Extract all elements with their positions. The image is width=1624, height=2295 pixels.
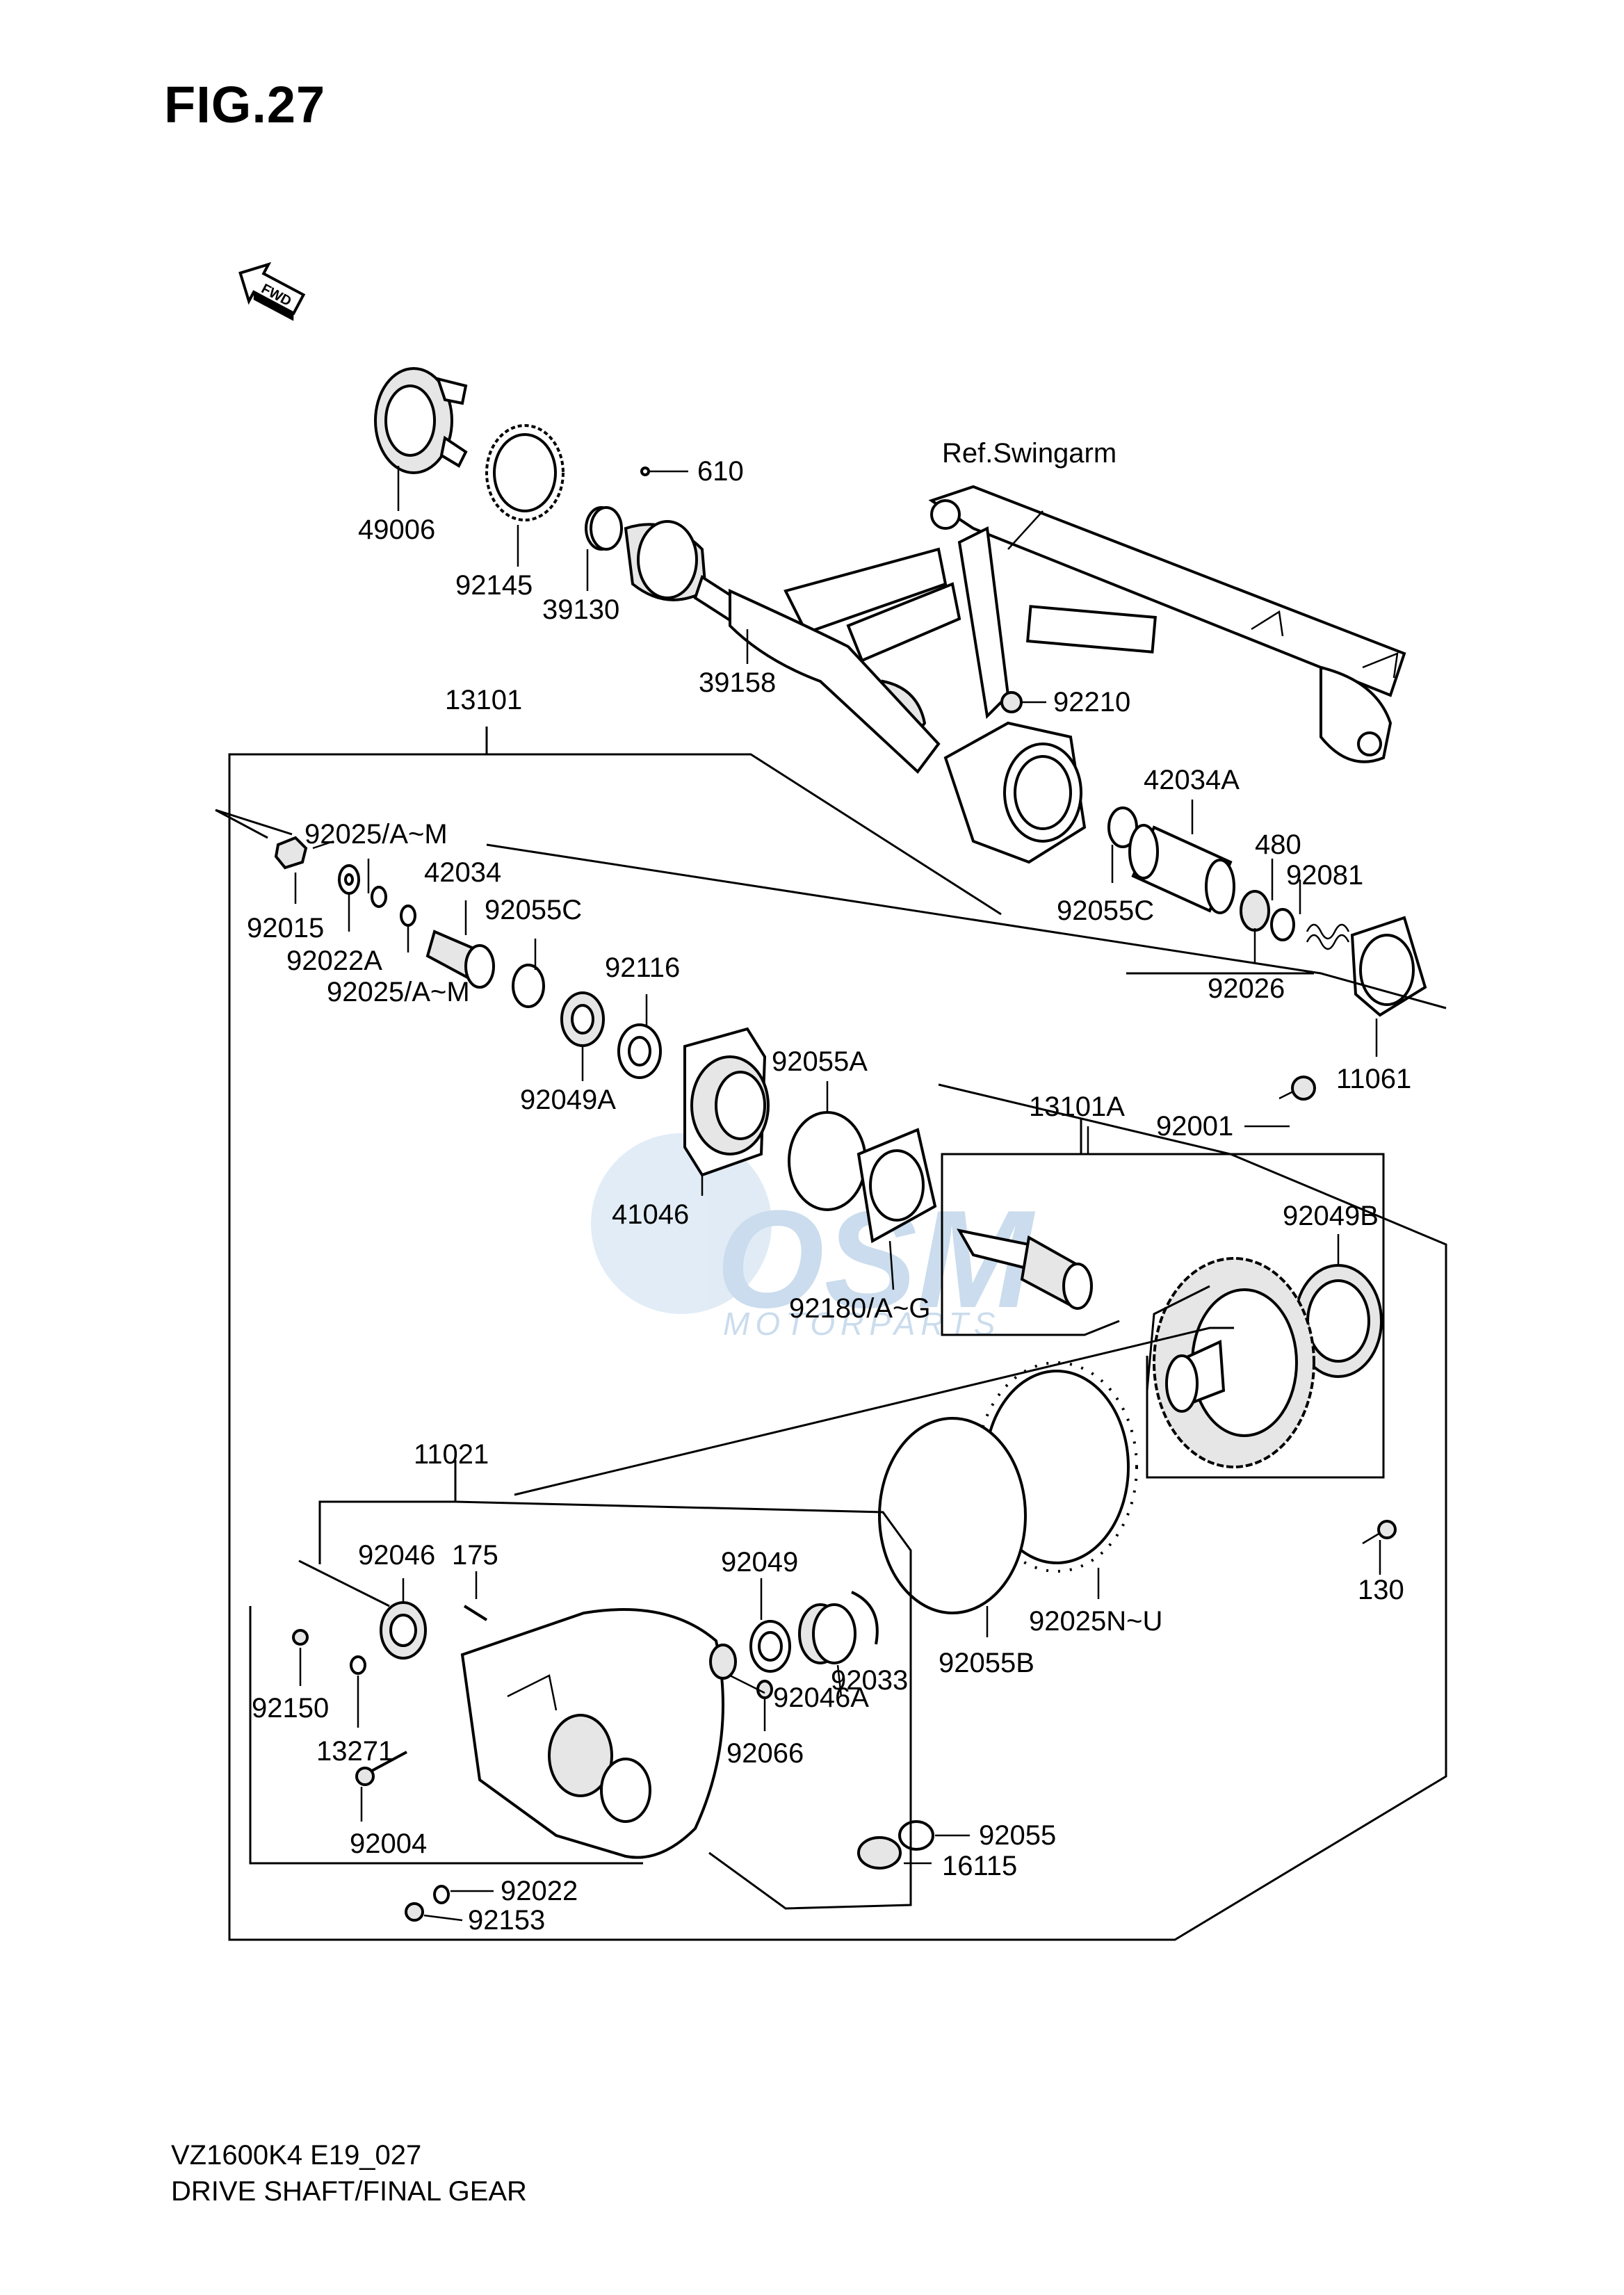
- part-92055C-oring-left: [512, 964, 545, 1008]
- part-39130-ring: [585, 506, 623, 551]
- label-92180AG: 92180/A~G: [789, 1293, 931, 1324]
- label-92022: 92022: [501, 1876, 578, 1906]
- part-42034A-sleeve: [1128, 824, 1235, 914]
- part-92025-shim-1: [371, 886, 387, 908]
- label-92025AM-2: 92025/A~M: [327, 977, 470, 1007]
- label-13101: 13101: [445, 685, 522, 715]
- part-49006-boot: [374, 367, 468, 474]
- label-92049A: 92049A: [520, 1085, 616, 1115]
- part-42034-pinion: [425, 930, 495, 989]
- label-92081: 92081: [1286, 860, 1363, 891]
- label-ref-swingarm: Ref.Swingarm: [942, 438, 1116, 469]
- label-92066: 92066: [726, 1738, 804, 1769]
- part-92153-bolt: [405, 1902, 424, 1922]
- label-92153: 92153: [468, 1905, 545, 1936]
- part-92001-bolt: [1278, 1076, 1316, 1101]
- label-92046A: 92046A: [773, 1682, 869, 1713]
- label-92001: 92001: [1156, 1111, 1233, 1142]
- label-92004: 92004: [350, 1828, 427, 1859]
- part-92081-spring: [1306, 923, 1350, 950]
- label-41046: 41046: [612, 1199, 689, 1230]
- part-92210-bolt: [1000, 691, 1023, 713]
- label-39158: 39158: [699, 667, 776, 698]
- label-92015: 92015: [247, 913, 324, 943]
- part-41046-housing: [683, 1027, 770, 1177]
- part-175-stud: [463, 1605, 488, 1621]
- label-42034A: 42034A: [1144, 765, 1240, 795]
- assembly-lines: [215, 466, 1447, 1941]
- label-49006: 49006: [358, 514, 435, 545]
- part-92046A-bearing: [709, 1644, 737, 1680]
- part-92049-seal: [749, 1620, 791, 1673]
- part-ring-gear: [1153, 1257, 1315, 1468]
- figure-description: DRIVE SHAFT/FINAL GEAR: [171, 2176, 527, 2207]
- label-92049B: 92049B: [1283, 1201, 1379, 1231]
- label-92025NU: 92025N~U: [1029, 1606, 1162, 1637]
- label-92055C-left: 92055C: [485, 895, 582, 925]
- part-130-bolt: [1362, 1520, 1397, 1545]
- part-16115-cap: [857, 1836, 902, 1870]
- part-13101A-pinion-gear: [957, 1228, 1093, 1310]
- swingarm-flange: [943, 721, 1087, 864]
- part-610-pin: [640, 467, 650, 476]
- label-480: 480: [1255, 829, 1301, 860]
- label-92025AM-1: 92025/A~M: [304, 819, 448, 850]
- part-92022-washer: [433, 1885, 450, 1904]
- part-92049B-seal: [1294, 1264, 1383, 1378]
- label-175: 175: [452, 1540, 498, 1571]
- label-39130: 39130: [542, 594, 619, 625]
- part-92049A-seal: [560, 991, 605, 1047]
- figure-title: FIG.27: [164, 76, 326, 133]
- ref-swingarm: [729, 485, 1406, 774]
- label-42034: 42034: [424, 857, 501, 888]
- part-92046-bearing: [380, 1601, 427, 1660]
- part-92116-bearing: [617, 1023, 662, 1079]
- part-11021-gear-case: [460, 1608, 724, 1859]
- part-92055A-oring: [788, 1111, 867, 1211]
- part-92055-oring: [898, 1820, 934, 1851]
- part-480-ring: [1270, 908, 1295, 941]
- figure-code: VZ1600K4 E19_027: [171, 2140, 422, 2171]
- label-92026: 92026: [1208, 973, 1285, 1004]
- label-92033: 92033: [831, 1665, 908, 1696]
- part-92033-circlip: [851, 1591, 879, 1645]
- part-13271-washer: [350, 1655, 366, 1675]
- part-92026-washer: [1240, 890, 1270, 932]
- part-92145-band: [485, 424, 565, 521]
- label-92055A: 92055A: [772, 1046, 868, 1077]
- part-92025-shim-2: [400, 905, 416, 927]
- label-92150: 92150: [252, 1693, 329, 1724]
- fwd-arrow-icon: FWD: [238, 261, 306, 321]
- watermark-globe-icon: [591, 1133, 772, 1314]
- label-92116: 92116: [605, 952, 680, 983]
- label-130: 130: [1358, 1575, 1404, 1605]
- part-92066-plug: [756, 1680, 773, 1699]
- part-92180-shim: [856, 1128, 937, 1244]
- label-11021: 11021: [414, 1439, 489, 1470]
- watermark-logo: OSM MOTORPARTS: [591, 1133, 1036, 1342]
- part-92055B-oring: [878, 1417, 1027, 1614]
- part-92150-bolt: [292, 1629, 309, 1646]
- label-92055B: 92055B: [939, 1648, 1034, 1678]
- label-13271: 13271: [316, 1736, 393, 1767]
- label-11061: 11061: [1336, 1064, 1411, 1094]
- label-92055: 92055: [979, 1820, 1056, 1851]
- label-92055C-right: 92055C: [1057, 895, 1154, 926]
- label-92046: 92046: [358, 1540, 435, 1571]
- label-16115: 16115: [942, 1851, 1017, 1881]
- label-92049: 92049: [721, 1547, 798, 1578]
- label-610: 610: [697, 456, 744, 487]
- label-92210: 92210: [1053, 687, 1130, 717]
- part-92004-stud: [355, 1751, 407, 1786]
- part-92022A-washer: [338, 864, 360, 895]
- part-needle-bearing: [798, 1603, 856, 1664]
- part-92015-nut: [274, 836, 308, 870]
- part-11061-gasket: [1350, 916, 1427, 1017]
- label-92145: 92145: [455, 570, 533, 601]
- label-13101A: 13101A: [1029, 1092, 1125, 1122]
- label-92022A: 92022A: [286, 946, 382, 976]
- part-labels: Ref.Swingarm 610 49006 92145 39130 39158…: [247, 438, 1411, 1936]
